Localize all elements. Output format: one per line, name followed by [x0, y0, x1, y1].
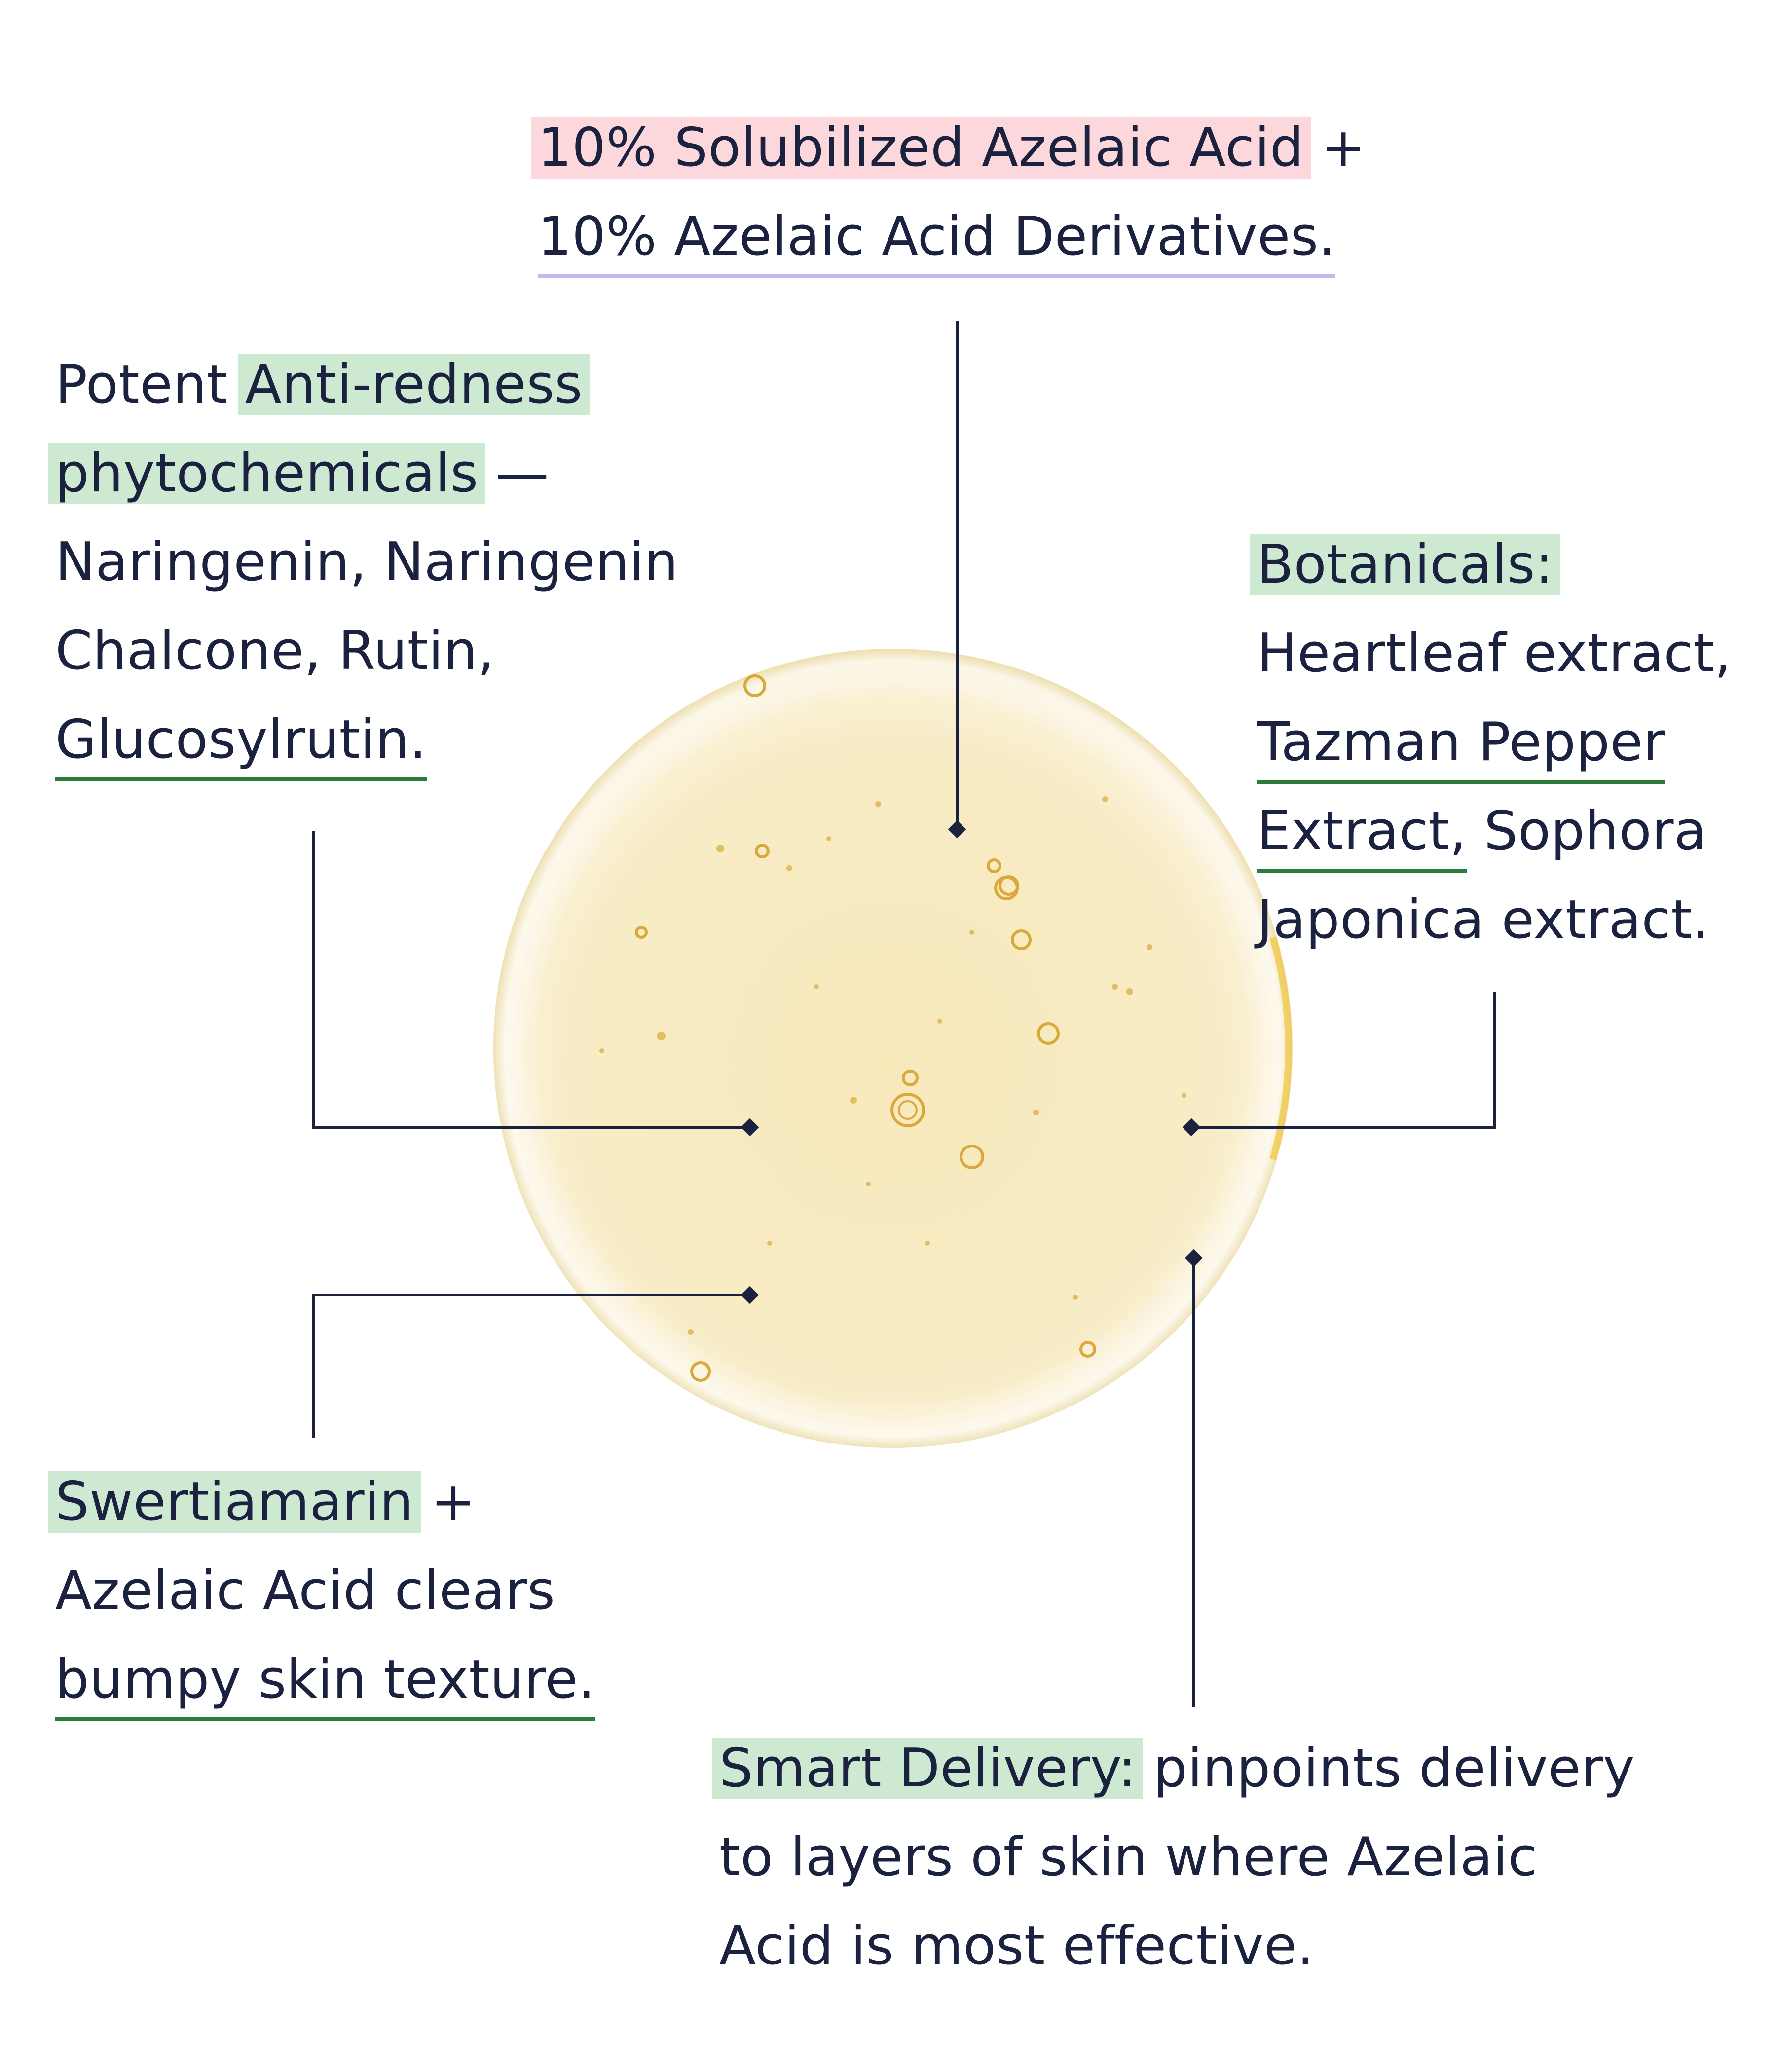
text-layers-of-skin: to layers of skin where Azelaic — [719, 1826, 1538, 1888]
highlight-smart-delivery: Smart Delivery: — [712, 1738, 1144, 1799]
connector-bottom-left — [312, 1294, 750, 1438]
connector-markers — [740, 820, 1203, 1304]
callout-anti-redness: Potent Anti-redness phytochemicals — Nar… — [48, 340, 679, 784]
marker-right — [1182, 1118, 1201, 1137]
marker-top — [948, 820, 966, 839]
marker-left — [740, 1118, 759, 1137]
bubbles — [635, 674, 1096, 1382]
callout-swertiamarin: Swertiamarin + Azelaic Acid clears bumpy… — [48, 1458, 595, 1724]
connector-lines — [312, 321, 1496, 1707]
text-azelaic-clears: Azelaic Acid clears — [55, 1560, 555, 1622]
text-heartleaf: Heartleaf extract, — [1257, 623, 1732, 684]
text-japonica: Japonica extract. — [1257, 889, 1709, 951]
text-chalcone-rutin: Chalcone, Rutin, — [55, 620, 495, 682]
callout-azelaic-acid: 10% Solubilized Azelaic Acid + 10% Azela… — [531, 104, 1366, 281]
marker-bottom-right — [1184, 1249, 1203, 1267]
underlined-azelaic-derivatives: 10% Azelaic Acid Derivatives. — [538, 206, 1336, 278]
callout-botanicals: Botanicals: Heartleaf extract, Tazman Pe… — [1250, 520, 1732, 964]
plus-sign: + — [1303, 117, 1366, 179]
underlined-extract: Extract, — [1257, 800, 1467, 873]
marker-bottom-left — [740, 1286, 759, 1304]
highlight-solubilized-azelaic-acid: 10% Solubilized Azelaic Acid — [531, 117, 1311, 179]
em-dash: — — [478, 443, 550, 504]
underlined-bumpy-texture: bumpy skin texture. — [55, 1649, 595, 1721]
text-most-effective: Acid is most effective. — [719, 1915, 1314, 1977]
highlight-anti-redness: Anti-redness — [238, 354, 590, 415]
highlight-swertiamarin: Swertiamarin — [48, 1471, 421, 1533]
underlined-tazman-pepper: Tazman Pepper — [1257, 711, 1665, 784]
callout-smart-delivery: Smart Delivery: pinpoints delivery to la… — [712, 1724, 1635, 1991]
text-pinpoints-delivery: pinpoints delivery — [1136, 1738, 1635, 1799]
text-potent: Potent — [55, 354, 245, 415]
text-naringenin: Naringenin, Naringenin — [55, 531, 679, 593]
highlight-phytochemicals: phytochemicals — [48, 443, 485, 504]
plus-sign: + — [413, 1471, 476, 1533]
connector-left — [312, 831, 750, 1129]
text-sophora: Sophora — [1467, 800, 1707, 862]
connector-right — [1191, 992, 1496, 1129]
tiny-bubbles — [599, 796, 1186, 1335]
underlined-glucosylrutin: Glucosylrutin. — [55, 709, 427, 781]
serum-droplet — [493, 649, 1293, 1448]
highlight-botanicals: Botanicals: — [1250, 534, 1560, 595]
